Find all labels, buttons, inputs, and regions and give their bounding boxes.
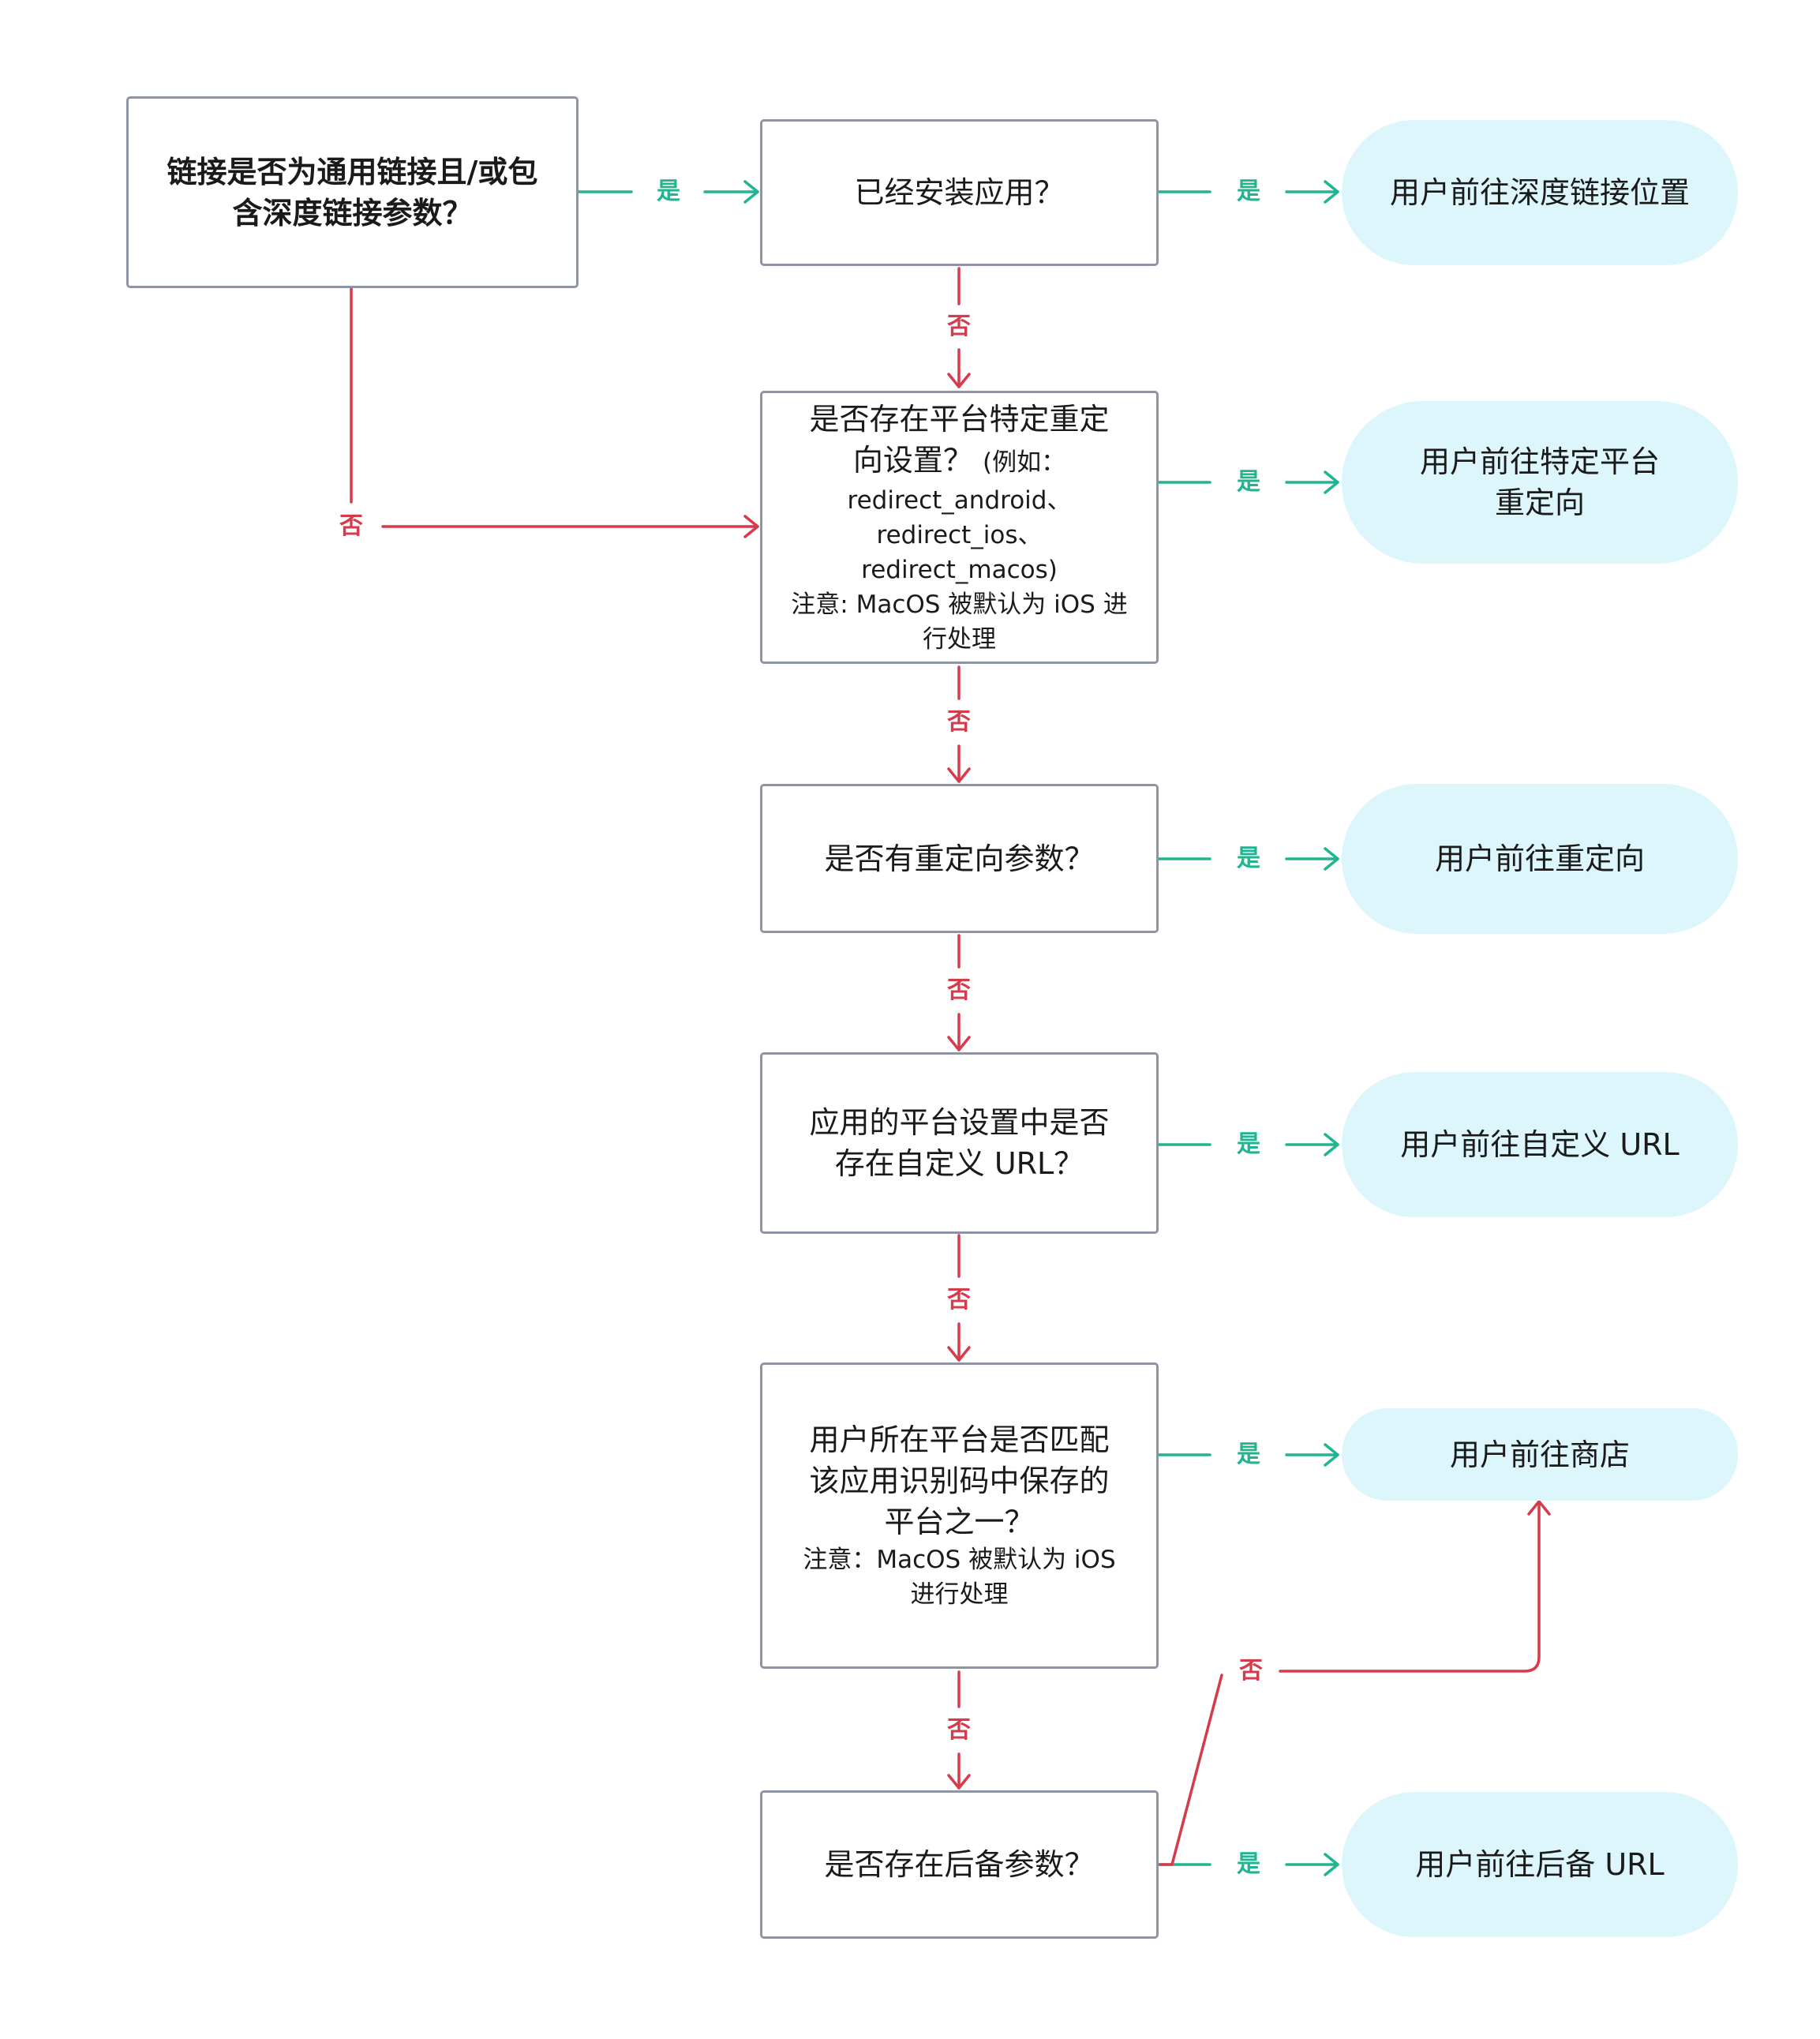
label-no-platform-match: 否 — [935, 1716, 983, 1745]
outcome-fallback-url: 用户前往后备 URL — [1342, 1792, 1738, 1937]
edge-fallback-no — [1159, 1500, 1551, 1866]
edge-platform-redirect-no — [947, 665, 971, 783]
label-no-custom-url: 否 — [935, 1286, 983, 1314]
decision-redirect-param: 是否有重定向参数？ — [760, 784, 1159, 933]
decision-platform-redirect-detail: redirect_android、 redirect_ios、redirect_… — [791, 485, 1128, 654]
label-yes-installed: 是 — [1225, 178, 1272, 206]
outcome-store: 用户前往商店 — [1342, 1408, 1738, 1501]
edge-platform-redirect-yes — [1157, 470, 1339, 494]
decision-app-installed: 已经安装应用？ — [760, 119, 1159, 266]
label-no-installed: 否 — [935, 313, 983, 341]
outcome-platform-redirect: 用户前往特定平台 重定向 — [1342, 401, 1738, 564]
edge-installed-yes — [1157, 180, 1339, 204]
outcome-custom-url: 用户前往自定义 URL — [1342, 1072, 1738, 1217]
label-yes-platform-match: 是 — [1225, 1441, 1272, 1469]
outcome-store-text: 用户前往商店 — [1449, 1437, 1630, 1472]
edge-platform-match-yes — [1157, 1443, 1339, 1467]
outcome-custom-url-text: 用户前往自定义 URL — [1400, 1127, 1680, 1162]
decision-platform-redirect-text: 是否存在平台特定重定 向设置？ (例如： — [809, 399, 1109, 483]
outcome-platform-redirect-text: 用户前往特定平台 重定向 — [1419, 444, 1660, 520]
decision-platform-match: 用户所在平台是否匹配 该应用识别码中保存的 平台之一？ 注意：MacOS 被默认… — [760, 1362, 1159, 1669]
label-yes-fallback: 是 — [1225, 1850, 1272, 1879]
label-yes-custom-url: 是 — [1225, 1130, 1272, 1159]
decision-universal-link: 链接是否为通用链接且/或包 含深度链接参数？ — [126, 96, 579, 288]
decision-universal-link-text: 链接是否为通用链接且/或包 含深度链接参数？ — [167, 154, 538, 231]
label-yes-universal: 是 — [645, 178, 692, 206]
decision-platform-match-main: 用户所在平台是否匹配 该应用识别码中保存的 平台之一？ — [809, 1422, 1110, 1539]
label-no-platform-redirect: 否 — [935, 708, 983, 737]
label-yes-redirect-param: 是 — [1225, 845, 1272, 873]
edge-universal-no — [350, 286, 759, 538]
outcome-deep-link-text: 用户前往深度链接位置 — [1389, 175, 1690, 210]
outcome-deep-link: 用户前往深度链接位置 — [1342, 120, 1738, 265]
decision-platform-redirect: 是否存在平台特定重定 向设置？ (例如： redirect_android、 r… — [760, 391, 1159, 664]
edge-custom-url-no — [947, 1234, 971, 1362]
decision-custom-url-text: 应用的平台设置中是否 存在自定义 URL？ — [809, 1105, 1110, 1181]
edge-redirect-param-yes — [1157, 847, 1339, 871]
decision-platform-match-note: 注意：MacOS 被默认为 iOS 进行处理 — [803, 1546, 1116, 1609]
outcome-redirect-text: 用户前往重定向 — [1434, 841, 1645, 876]
edge-platform-match-no — [947, 1670, 971, 1790]
edge-custom-url-yes — [1157, 1133, 1339, 1156]
decision-custom-url: 应用的平台设置中是否 存在自定义 URL？ — [760, 1052, 1159, 1234]
edge-redirect-param-no — [947, 934, 971, 1051]
decision-fallback-param: 是否存在后备参数？ — [760, 1790, 1159, 1939]
label-yes-platform-redirect: 是 — [1225, 468, 1272, 497]
outcome-redirect: 用户前往重定向 — [1342, 784, 1738, 934]
label-no-redirect-param: 否 — [935, 976, 983, 1005]
decision-platform-redirect-example: (例如： — [982, 448, 1066, 477]
edge-installed-no — [947, 267, 971, 388]
decision-fallback-param-text: 是否存在后备参数？ — [824, 1847, 1095, 1882]
decision-app-installed-text: 已经安装应用？ — [854, 175, 1065, 210]
label-no-fallback: 否 — [1227, 1657, 1275, 1685]
outcome-fallback-url-text: 用户前往后备 URL — [1415, 1847, 1665, 1882]
edge-universal-yes — [577, 180, 759, 204]
decision-redirect-param-text: 是否有重定向参数？ — [824, 841, 1095, 876]
label-no-universal: 否 — [328, 512, 375, 541]
decision-platform-redirect-main: 是否存在平台特定重定 向设置？ — [809, 401, 1110, 478]
